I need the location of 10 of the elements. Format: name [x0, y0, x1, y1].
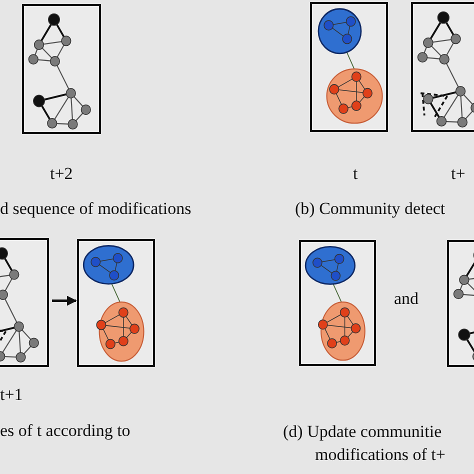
figure-caption: d sequence of modifications: [0, 200, 192, 219]
figure-caption: (b) Community detect: [295, 200, 446, 219]
time-label: t+2: [50, 165, 73, 184]
figure-caption: modifications of t+: [315, 446, 446, 465]
figure-caption: (d) Update communitie: [283, 423, 442, 442]
conjunction-text: and: [394, 290, 419, 309]
time-label: t+1: [0, 386, 23, 405]
figure-caption: es of t according to: [0, 422, 130, 441]
time-label: t+: [451, 165, 466, 184]
time-label: t: [353, 165, 358, 184]
